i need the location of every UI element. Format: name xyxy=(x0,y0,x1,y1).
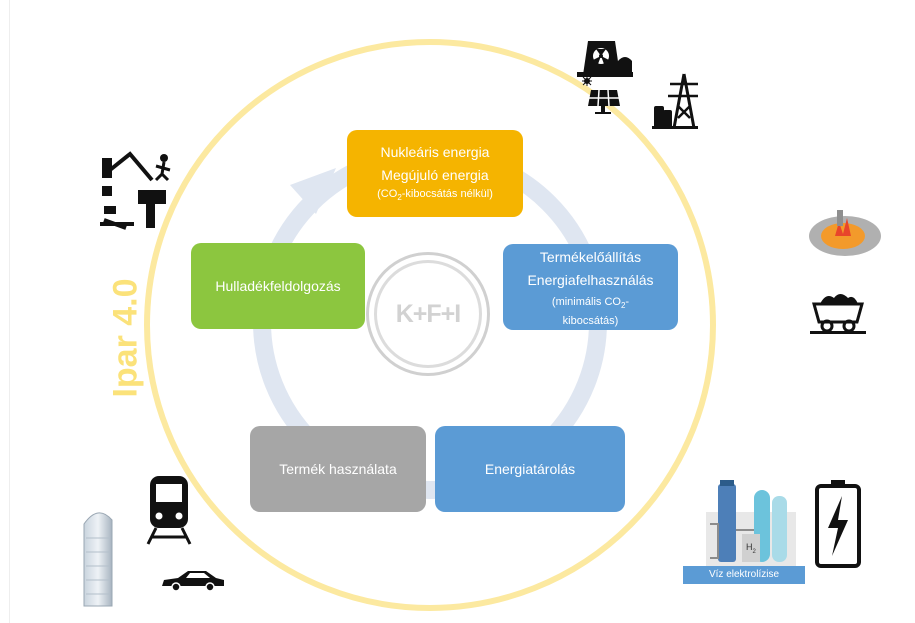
train-icon xyxy=(146,476,192,545)
car-icon xyxy=(162,571,224,592)
ipar-label: Ipar 4.0 xyxy=(106,278,145,398)
cycle-arrow-head xyxy=(290,168,336,214)
box-production-note: (minimális CO2- xyxy=(551,296,630,311)
outer-ring xyxy=(144,39,716,611)
box-storage-label: Energiatárolás xyxy=(484,460,576,477)
electrolyzer-label: Víz elektrolízise xyxy=(683,566,805,584)
center-hub-inner: K+F+I xyxy=(374,260,482,368)
power-pylon-icon xyxy=(652,73,698,129)
blast-furnace-icon xyxy=(809,210,881,256)
box-nuclear-line1: Nukleáris energia xyxy=(380,144,490,161)
demolition-crane-icon xyxy=(100,151,171,230)
battery-icon xyxy=(815,480,861,568)
box-production-line2: Energiafelhasználás xyxy=(527,272,654,289)
skyscraper-icon xyxy=(83,512,113,607)
box-production-note-line2: kibocsátás) xyxy=(562,314,619,327)
box-nuclear-line2: Megújuló energia xyxy=(381,167,489,184)
solar-panel-icon xyxy=(582,76,620,114)
box-nuclear-note: (CO2-kibocsátás nélkül) xyxy=(377,188,493,203)
electrolyzer-icon: H2 xyxy=(706,480,796,566)
box-production-energy-use: Termékelőállítás Energiafelhasználás (mi… xyxy=(503,244,678,330)
box-nuclear-renewable-energy: Nukleáris energia Megújuló energia (CO2-… xyxy=(347,130,523,217)
box-waste-processing: Hulladékfeldolgozás xyxy=(191,243,365,329)
page-border-line xyxy=(9,0,10,623)
box-product-usage: Termék használata xyxy=(250,426,426,512)
center-label: K+F+I xyxy=(395,299,461,328)
center-hub: K+F+I xyxy=(366,252,490,376)
nuclear-plant-icon xyxy=(577,41,633,77)
box-energy-storage: Energiatárolás xyxy=(435,426,625,512)
svg-text:H2: H2 xyxy=(746,542,757,555)
box-waste-label: Hulladékfeldolgozás xyxy=(215,277,341,294)
coal-cart-icon xyxy=(810,294,866,334)
box-production-line1: Termékelőállítás xyxy=(539,249,642,266)
box-usage-label: Termék használata xyxy=(279,460,397,477)
